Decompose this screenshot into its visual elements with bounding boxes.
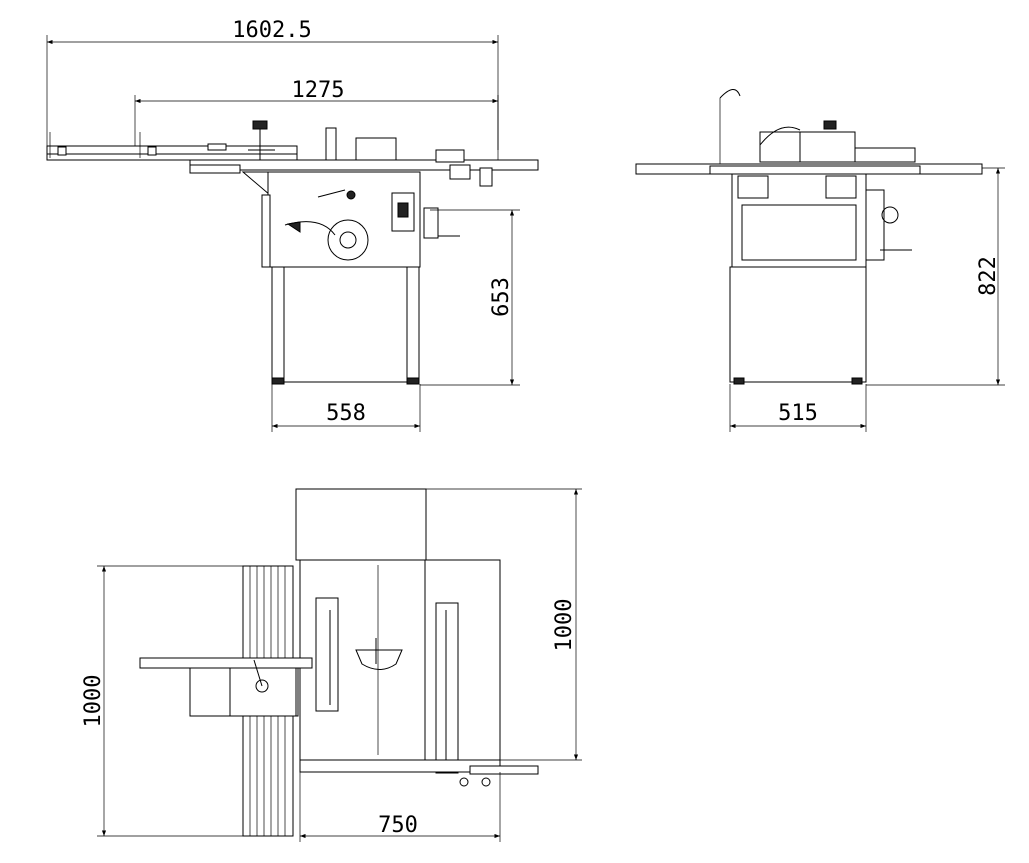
- dimension-side-base: 515: [729, 384, 867, 432]
- clamp-knob: [248, 120, 275, 160]
- top-view: 1000 1000 750: [81, 488, 582, 842]
- side-view: 822 515: [635, 89, 1005, 432]
- rip-fence: [435, 602, 459, 774]
- dimension-height: 653: [420, 209, 520, 386]
- mitre-gauge: [355, 649, 403, 670]
- dimension-label-side-height: 822: [976, 256, 1001, 296]
- dimension-label-depth-left: 1000: [81, 675, 106, 728]
- dimension-label-overall-width: 1602.5: [232, 18, 311, 43]
- dimension-label-table-width: 1275: [292, 78, 345, 103]
- side-lower-cabinet: [729, 266, 867, 383]
- dimension-side-height: 822: [866, 167, 1005, 386]
- dimension-label-top-width: 750: [378, 813, 418, 838]
- dimension-table-width: 1275: [134, 78, 499, 150]
- dimension-label-depth-right: 1000: [552, 599, 577, 652]
- dimension-base-width: 558: [271, 384, 421, 432]
- dimension-top-width: 750: [299, 772, 501, 842]
- front-view: 1602.5 1275: [46, 18, 539, 432]
- dimension-label-base-width: 558: [326, 401, 366, 426]
- dimension-label-side-base: 515: [778, 401, 818, 426]
- leg-right: [406, 266, 420, 383]
- dimension-overall-width: 1602.5: [46, 18, 499, 150]
- sliding-table-rail: [46, 132, 298, 161]
- dimension-label-height: 653: [489, 277, 514, 317]
- leg-left: [271, 266, 285, 383]
- dimension-depth-right: 1000: [426, 488, 582, 761]
- dimension-depth-left: 1000: [81, 565, 243, 837]
- top-cabinet-outline: [295, 488, 427, 561]
- handwheel: [284, 219, 369, 261]
